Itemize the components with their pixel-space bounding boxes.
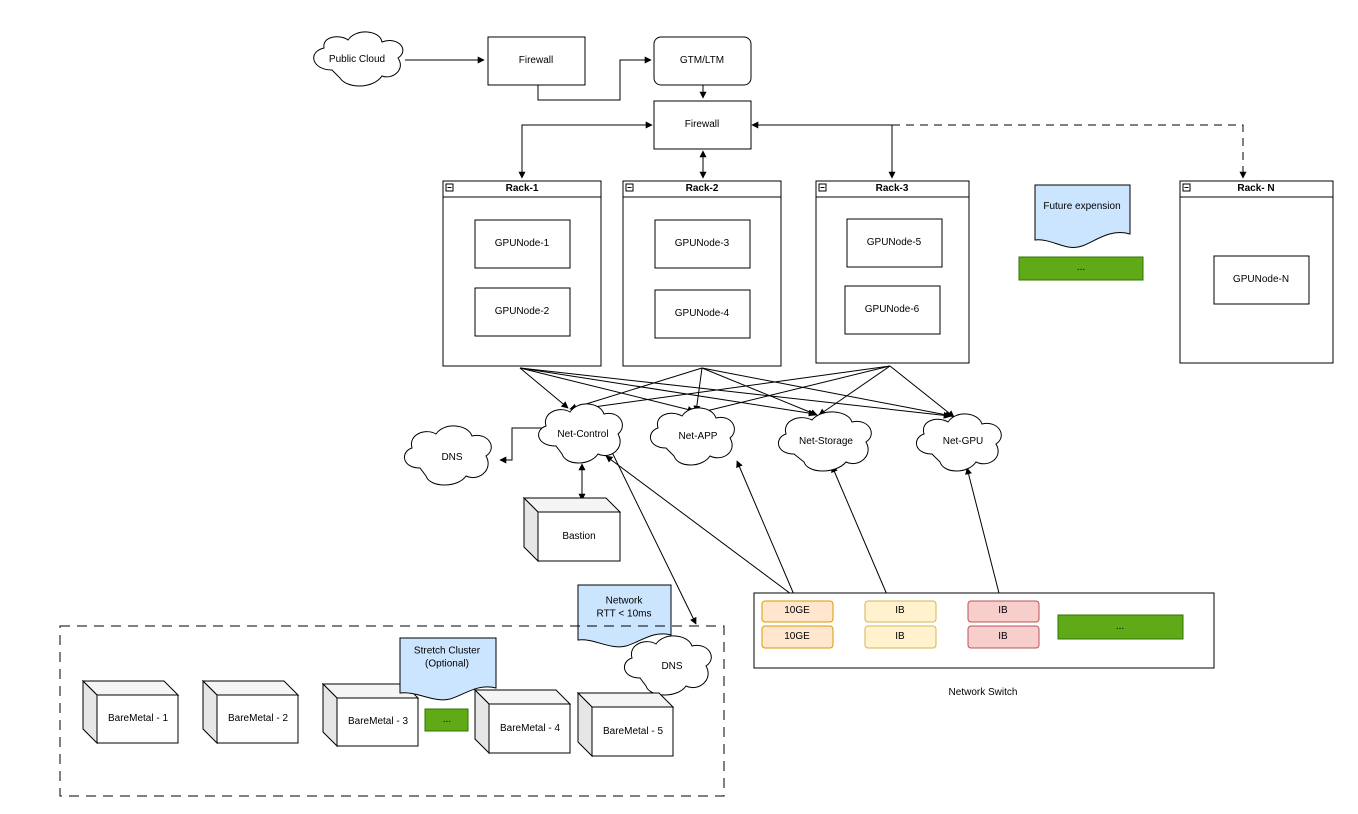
collapse-icon[interactable] [818, 183, 827, 192]
gtm-ltm-box [653, 36, 752, 86]
net-app-shape [650, 407, 735, 466]
gpunode-4-label: GPUNode-4 [674, 307, 730, 319]
port-10ge-2-label: 10GE [784, 630, 810, 642]
switch-more-bar [1057, 614, 1184, 640]
rack-2-title: Rack-2 [685, 182, 719, 194]
edge-firewall-rack3 [751, 121, 896, 179]
port-ib-red-2-label: IB [998, 630, 1008, 642]
baremetal-1-cube [81, 679, 180, 745]
future-note-label: Future expension [1043, 200, 1121, 212]
dns-top-label: DNS [441, 451, 463, 463]
port-10ge-2 [761, 625, 834, 649]
baremetal-1-label: BareMetal - 1 [107, 712, 169, 724]
gtm-ltm-label: GTM/LTM [679, 54, 725, 66]
port-ib-yellow-1-label: IB [895, 604, 905, 616]
edge-switch-netgpu [965, 467, 1001, 598]
collapse-icon[interactable] [445, 183, 454, 192]
rack-3-container [815, 180, 970, 364]
dns-bottom-label: DNS [661, 660, 683, 672]
firewall-outer-label: Firewall [518, 54, 554, 66]
gpunode-3-label: GPUNode-3 [674, 237, 730, 249]
rack-n-title: Rack- N [1237, 182, 1275, 194]
baremetal-more-bar [424, 708, 469, 732]
baremetal-2-label: BareMetal - 2 [227, 712, 289, 724]
bastion-cube [522, 496, 622, 563]
gpunode-4-box [654, 289, 751, 339]
baremetal-3-label: BareMetal - 3 [347, 715, 409, 727]
baremetal-more-label: ... [442, 713, 452, 725]
edge-netcontrol-dns [499, 427, 548, 464]
network-switch-caption: Network Switch [948, 686, 1018, 698]
collapse-icon[interactable] [625, 183, 634, 192]
gpunode-n-box [1213, 255, 1310, 305]
rack-1-container [442, 180, 602, 367]
future-more-label: ... [1076, 261, 1086, 273]
edge-switch-netapp [736, 460, 796, 598]
rtt-note-shape [577, 584, 672, 648]
port-ib-red-1-label: IB [998, 604, 1008, 616]
bastion-label: Bastion [562, 530, 596, 542]
firewall-inner-label: Firewall [684, 118, 720, 130]
gpunode-6-box [844, 285, 941, 335]
rack-3-title: Rack-3 [875, 182, 909, 194]
gpunode-3-box [654, 219, 751, 269]
stretch-note-label: Stretch Cluster (Optional) [413, 645, 481, 670]
collapse-icon[interactable] [1182, 183, 1191, 192]
firewall-inner-box [653, 100, 752, 150]
rtt-note-label: Network RTT < 10ms [596, 595, 652, 620]
baremetal-4-cube [473, 688, 572, 755]
future-more-bar [1018, 256, 1144, 281]
net-gpu-shape [916, 413, 1002, 472]
dns-top-shape [404, 425, 492, 486]
baremetal-4-label: BareMetal - 4 [499, 722, 561, 734]
edge-firewall-rackn [892, 124, 1247, 179]
gpunode-1-label: GPUNode-1 [494, 237, 550, 249]
gpunode-5-label: GPUNode-5 [866, 236, 922, 248]
switch-more-label: ... [1115, 620, 1125, 632]
gpunode-6-label: GPUNode-6 [864, 303, 920, 315]
baremetal-5-label: BareMetal - 5 [602, 725, 664, 737]
dns-bottom-shape [624, 635, 712, 696]
port-ib-red-1 [967, 600, 1040, 623]
port-10ge-1 [761, 600, 834, 623]
net-control-shape [538, 403, 623, 464]
net-storage-label: Net-Storage [799, 435, 853, 447]
gpunode-2-label: GPUNode-2 [494, 305, 550, 317]
edge-firewall-rack1 [518, 121, 653, 179]
baremetal-5-cube [576, 691, 675, 758]
stretch-cluster-container [59, 625, 725, 797]
edge-firewall-gtm [537, 56, 652, 101]
baremetal-2-cube [201, 679, 300, 745]
port-ib-yellow-1 [864, 600, 937, 623]
edge-netcontrol-dns2 [607, 443, 697, 625]
public-cloud-label: Public Cloud [328, 53, 386, 65]
net-storage-shape [778, 411, 872, 472]
edge-switch-netstorage [831, 465, 889, 598]
port-ib-yellow-2 [864, 625, 937, 649]
gpunode-1-box [474, 219, 571, 269]
net-app-label: Net-APP [678, 430, 718, 442]
firewall-outer-box [487, 36, 586, 86]
gpunode-5-box [846, 218, 943, 268]
port-ib-red-2 [967, 625, 1040, 649]
rack-network-mesh [519, 365, 955, 419]
future-note-shape [1034, 184, 1131, 248]
net-control-label: Net-Control [557, 428, 609, 440]
net-gpu-label: Net-GPU [942, 435, 984, 447]
edge-switch-netcontrol [605, 455, 796, 598]
public-cloud-shape [313, 31, 404, 87]
gpunode-2-box [474, 287, 571, 337]
rack-1-title: Rack-1 [505, 182, 539, 194]
baremetal-3-cube [321, 682, 420, 748]
port-ib-yellow-2-label: IB [895, 630, 905, 642]
gpunode-n-label: GPUNode-N [1232, 273, 1290, 285]
stretch-note-shape [399, 637, 497, 701]
port-10ge-1-label: 10GE [784, 604, 810, 616]
